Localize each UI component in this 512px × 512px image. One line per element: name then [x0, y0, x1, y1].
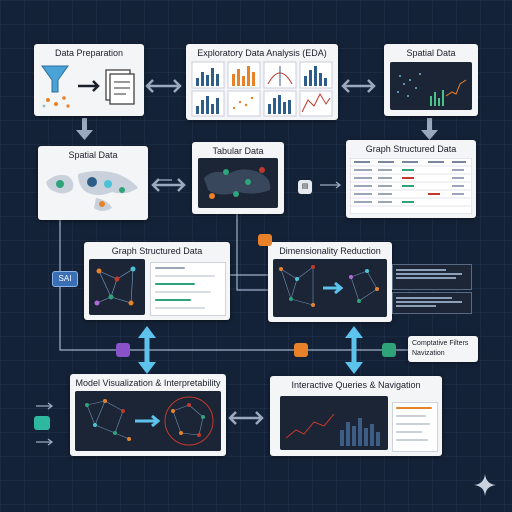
data-table-graphic [350, 158, 472, 214]
tabular-data-panel: Tabular Data [192, 142, 284, 214]
world-map [46, 171, 138, 211]
cyan-arrow-left-top [138, 326, 156, 338]
interactive-queries-title: Interactive Queries & Navigation [291, 380, 421, 390]
arrow-spatial-tabular [151, 178, 186, 192]
eda-title: Exploratory Data Analysis (EDA) [197, 48, 327, 58]
teal-chip-icon [34, 416, 50, 430]
tabular-data-title: Tabular Data [212, 146, 264, 156]
interactive-side-list [392, 402, 438, 452]
arrow-prep-down-head [76, 130, 93, 140]
model-visualization-title: Model Visualization & Interpretability [75, 378, 221, 388]
filters-line-1: Comptative Filters [412, 340, 469, 347]
spatial-top-chart [390, 62, 472, 110]
spatial-data-top-panel: Spatial Data [384, 44, 478, 116]
eda-panel: Exploratory Data Analysis (EDA) [186, 44, 338, 120]
arrow-prep-down-shaft [82, 118, 87, 132]
graph-mid-list [150, 262, 226, 316]
arrow-prep-eda [145, 79, 182, 93]
graph-mid-network [89, 259, 145, 315]
spatial-data-top-title: Spatial Data [406, 48, 456, 58]
graph-structured-mid-panel: Graph Structured Data [84, 242, 230, 320]
purple-chip-icon [116, 343, 130, 357]
green-chip-icon [382, 343, 396, 357]
dim-note-1 [392, 264, 472, 290]
arrow-tabular-graph [320, 181, 342, 189]
line-graph-to-dim [236, 225, 270, 291]
sai-badge: SAI [52, 271, 78, 287]
model-viz-graphic [75, 391, 221, 451]
graph-structured-mid-title: Graph Structured Data [111, 246, 203, 256]
cyan-arrow-right-bottom [345, 362, 363, 374]
dim-note-2 [392, 292, 472, 314]
data-preparation-title: Data Preparation [54, 48, 124, 58]
orange-chip-2-icon [294, 343, 308, 357]
dimensionality-reduction-title: Dimensionality Reduction [279, 246, 381, 256]
cyan-arrow-left-bottom [138, 362, 156, 374]
graph-structured-table-title: Graph Structured Data [365, 144, 457, 154]
eda-chart-grid [191, 61, 333, 117]
filters-line-2: Navization [412, 350, 445, 357]
arrow-left-bottom [36, 438, 54, 446]
arrow-spatial-down-head [421, 130, 438, 140]
interactive-queries-panel: Interactive Queries & Navigation [270, 376, 442, 456]
spatial-data-mid-panel: Spatial Data [38, 146, 148, 220]
sparkle-icon [474, 474, 496, 496]
dim-reduction-graphic [273, 259, 387, 317]
arrow-left-top [36, 402, 54, 410]
funnel-icon [41, 65, 135, 108]
arrow-eda-spatial [341, 79, 376, 93]
dimensionality-reduction-panel: Dimensionality Reduction [268, 242, 392, 322]
interactive-chart [280, 396, 388, 450]
arrow-modelviz-interactive [228, 411, 264, 425]
tabular-link-icon: ▤ [298, 180, 312, 194]
model-visualization-panel: Model Visualization & Interpretability [70, 374, 226, 456]
orange-chip-icon [258, 234, 272, 246]
cyan-arrow-right-top [345, 326, 363, 338]
tabular-map [198, 158, 278, 208]
filters-box: Comptative Filters Navization [408, 336, 478, 362]
data-preparation-panel: Data Preparation [34, 44, 144, 116]
spatial-data-mid-title: Spatial Data [68, 150, 118, 160]
arrow-spatial-down-shaft [427, 118, 432, 132]
line-left-loop [59, 220, 470, 351]
graph-structured-table-panel: Graph Structured Data [346, 140, 476, 218]
